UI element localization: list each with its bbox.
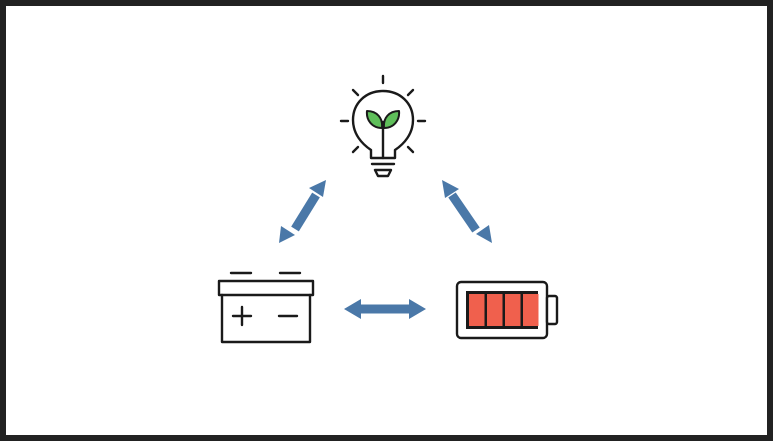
arrow-shaft	[291, 192, 320, 232]
battery-lid	[217, 279, 315, 297]
light-ray	[351, 145, 360, 154]
arrow-idea-to-car-battery	[279, 180, 326, 243]
light-ray	[406, 88, 415, 97]
leaf-left-icon	[365, 110, 384, 129]
battery-cell	[505, 294, 521, 326]
battery-cell	[487, 294, 503, 326]
arrow-head	[279, 226, 295, 243]
light-ray	[351, 88, 360, 97]
sprout-leaves	[365, 110, 401, 129]
bulb-glass	[351, 89, 415, 160]
arrow-head	[442, 180, 459, 198]
bulb-base-cap	[373, 168, 393, 178]
leaf-right-icon	[382, 110, 401, 129]
lightbulb-sprout-icon	[339, 74, 427, 178]
arrow-head	[344, 299, 361, 319]
arrow-head	[409, 299, 426, 319]
arrow-head	[309, 180, 326, 197]
light-ray	[406, 145, 415, 154]
battery-body	[220, 293, 312, 344]
battery-cells	[469, 294, 539, 326]
car-battery-icon	[217, 271, 315, 344]
battery-cell	[523, 294, 539, 326]
arrow-head	[476, 225, 492, 243]
arrow-idea-to-charged-battery	[442, 180, 492, 243]
arrow-shaft	[448, 192, 480, 233]
battery-tip	[545, 294, 559, 326]
battery-full-icon	[455, 280, 559, 340]
arrow-car-battery-to-charged-battery	[344, 299, 426, 319]
battery-cell	[469, 294, 485, 326]
